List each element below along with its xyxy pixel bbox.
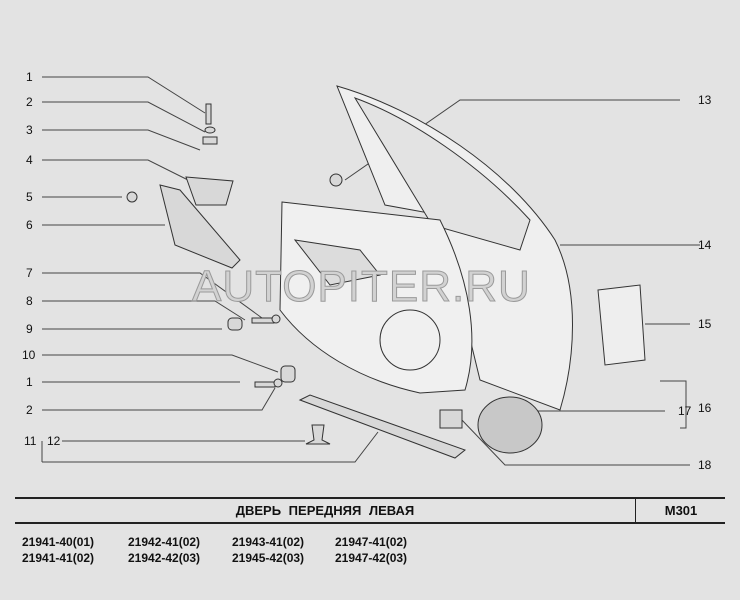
- callout-6: 6: [26, 218, 33, 232]
- door-exploded-diagram: [41, 76, 700, 466]
- callout-2b: 2: [26, 403, 33, 417]
- diagram-code: M301: [635, 499, 726, 522]
- callout-8: 8: [26, 294, 33, 308]
- callout-1b: 1: [26, 375, 33, 389]
- callout-7: 7: [26, 266, 33, 280]
- callout-4: 4: [26, 153, 33, 167]
- callout-17: 17: [678, 404, 692, 418]
- part-number: 21941-40(01): [22, 535, 95, 549]
- part-number: 21942-42(03): [128, 551, 201, 565]
- part-numbers-col-4: 21947-41(02) 21947-42(03): [335, 534, 407, 566]
- callout-2: 2: [26, 95, 33, 109]
- callout-16: 16: [698, 401, 712, 415]
- callout-5: 5: [26, 190, 33, 204]
- callout-14: 14: [698, 238, 712, 252]
- part-number: 21947-42(03): [335, 551, 408, 565]
- part-numbers-col-2: 21942-41(02) 21942-42(03): [128, 534, 200, 566]
- part-number: 21947-41(02): [335, 535, 408, 549]
- diagram-title: ДВЕРЬ ПЕРЕДНЯЯ ЛЕВАЯ: [235, 503, 415, 518]
- callout-13: 13: [698, 93, 712, 107]
- callout-11: 11: [24, 434, 37, 448]
- callout-3: 3: [26, 123, 33, 137]
- part-numbers-col-1: 21941-40(01) 21941-41(02): [22, 534, 94, 566]
- callout-18: 18: [698, 458, 712, 472]
- door-frame: [336, 85, 573, 411]
- part-number: 21945-42(03): [232, 551, 305, 565]
- callout-15: 15: [698, 317, 712, 331]
- part-number: 21943-41(02): [232, 535, 305, 549]
- callout-12: 12: [47, 434, 61, 448]
- door-trim-panel: [279, 201, 473, 394]
- callout-10: 10: [22, 348, 36, 362]
- part-number: 21941-41(02): [22, 551, 95, 565]
- part-numbers-col-3: 21943-41(02) 21945-42(03): [232, 534, 304, 566]
- small-parts: [126, 103, 646, 459]
- title-bar: ДВЕРЬ ПЕРЕДНЯЯ ЛЕВАЯ M301: [15, 497, 725, 524]
- part-number: 21942-41(02): [128, 535, 201, 549]
- callout-1: 1: [26, 70, 33, 84]
- callout-9: 9: [26, 322, 33, 336]
- leader-lines: [41, 76, 700, 466]
- watermark: AUTOPITER.RU: [192, 262, 531, 312]
